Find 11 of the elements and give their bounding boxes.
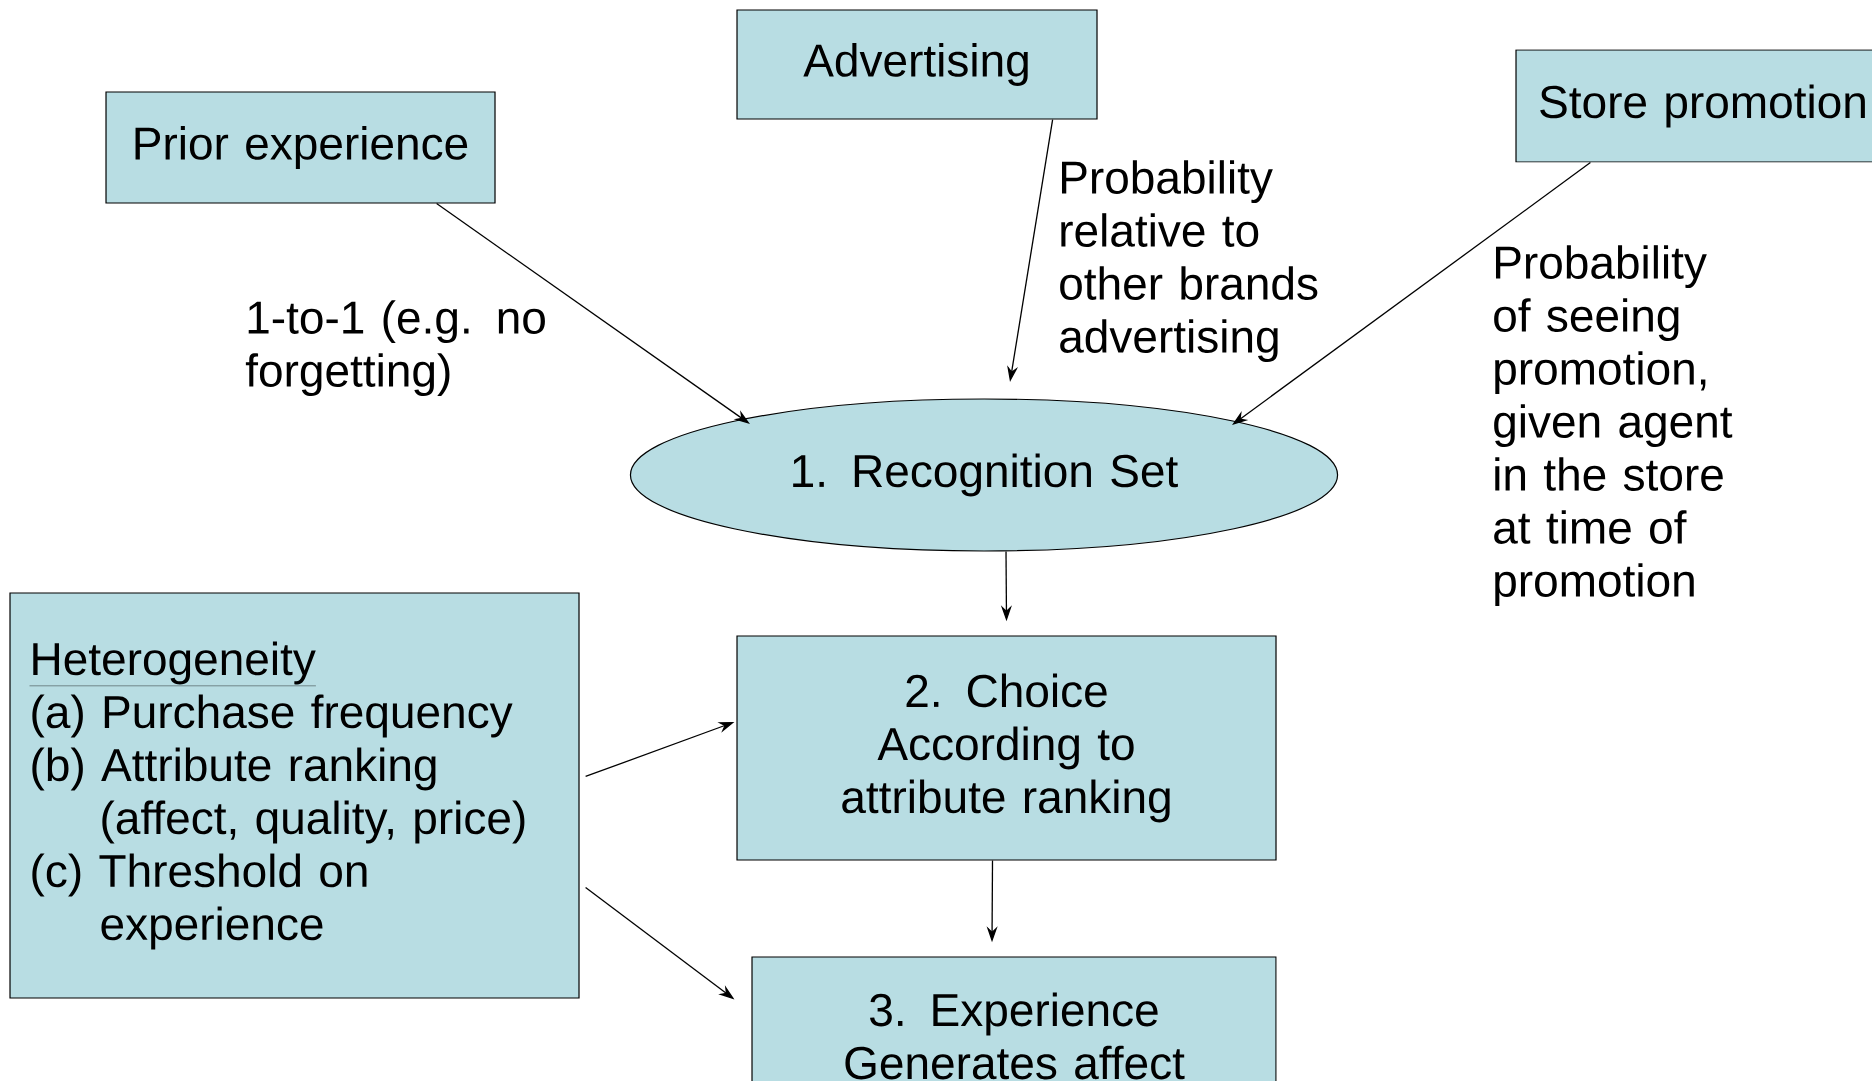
text-box: Heterogeneity (a) Purchase frequency (b) Attribute ranking (affect, quality, price) (c) Threshold on experience (9, 592, 580, 999)
text-box: Store promotion (1515, 49, 1872, 163)
text-box: Prior experience (105, 91, 496, 204)
edge-label: Probability of seeing promotion, given agent in the store at time of promotion (1494, 245, 1733, 607)
oval-node: 1. Recognition Set (629, 398, 1339, 552)
edge-label: Probability relative to other brands advertising (1060, 160, 1318, 363)
arrow (1232, 161, 1592, 425)
text-box: Advertising (736, 9, 1098, 120)
text-box: 2. Choice According to attribute ranking (736, 635, 1277, 861)
edge-label: 1-to-1 (e.g. no forgetting) (245, 300, 545, 397)
text-box: 3. Experience Generates affect (751, 956, 1277, 1081)
